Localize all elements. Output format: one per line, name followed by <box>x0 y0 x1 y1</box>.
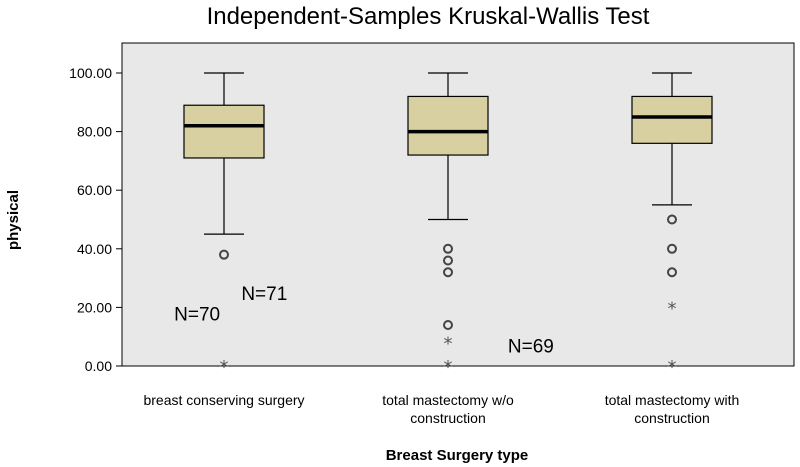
outlier-point <box>443 243 453 254</box>
n-label: N=71 <box>241 284 287 305</box>
extreme-point: * <box>668 357 677 378</box>
extreme-point: * <box>220 357 229 378</box>
y-tick-label: 60.00 <box>77 182 112 198</box>
chart-title: Independent-Samples Kruskal-Wallis Test <box>207 3 650 30</box>
box-group-1: * N=70 <box>174 72 265 378</box>
extreme-point: * <box>668 298 677 319</box>
n-label: N=69 <box>508 336 554 357</box>
outlier-point <box>667 267 677 278</box>
outlier-point <box>219 249 229 260</box>
y-tick-label: 0.00 <box>85 358 112 374</box>
x-category-label: total mastectomy with <box>605 392 740 408</box>
x-category-label: construction <box>410 410 485 426</box>
x-category-label: total mastectomy w/o <box>382 392 514 408</box>
extreme-point: * <box>444 357 453 378</box>
n-label: N=70 <box>174 304 220 325</box>
iqr-box <box>407 95 489 156</box>
box-group-2: ** N=71 <box>241 72 489 378</box>
outlier-point <box>443 319 453 330</box>
outlier-point <box>443 255 453 266</box>
box-group-3: * * N=69 <box>508 72 713 378</box>
y-tick-label: 20.00 <box>77 299 112 315</box>
x-axis: breast conserving surgery total mastectom… <box>143 392 739 426</box>
y-axis-label: physical <box>5 190 22 250</box>
y-tick-label: 100.00 <box>69 65 112 81</box>
outlier-point <box>667 243 677 254</box>
x-category-label: breast conserving surgery <box>143 392 304 408</box>
y-tick-label: 80.00 <box>77 124 112 140</box>
x-axis-label: Breast Surgery type <box>386 447 529 464</box>
iqr-box <box>631 95 713 144</box>
extreme-point: * <box>444 334 453 355</box>
outlier-point <box>443 267 453 278</box>
outlier-point <box>667 214 677 225</box>
iqr-box <box>183 104 265 159</box>
y-tick-label: 40.00 <box>77 241 112 257</box>
plot-area <box>121 42 795 367</box>
x-category-label: construction <box>634 410 709 426</box>
box-plots: *N=70**N=71**N=69 <box>174 72 713 378</box>
y-axis: 0.00 20.00 40.00 60.00 80.00 100.00 <box>69 65 122 374</box>
